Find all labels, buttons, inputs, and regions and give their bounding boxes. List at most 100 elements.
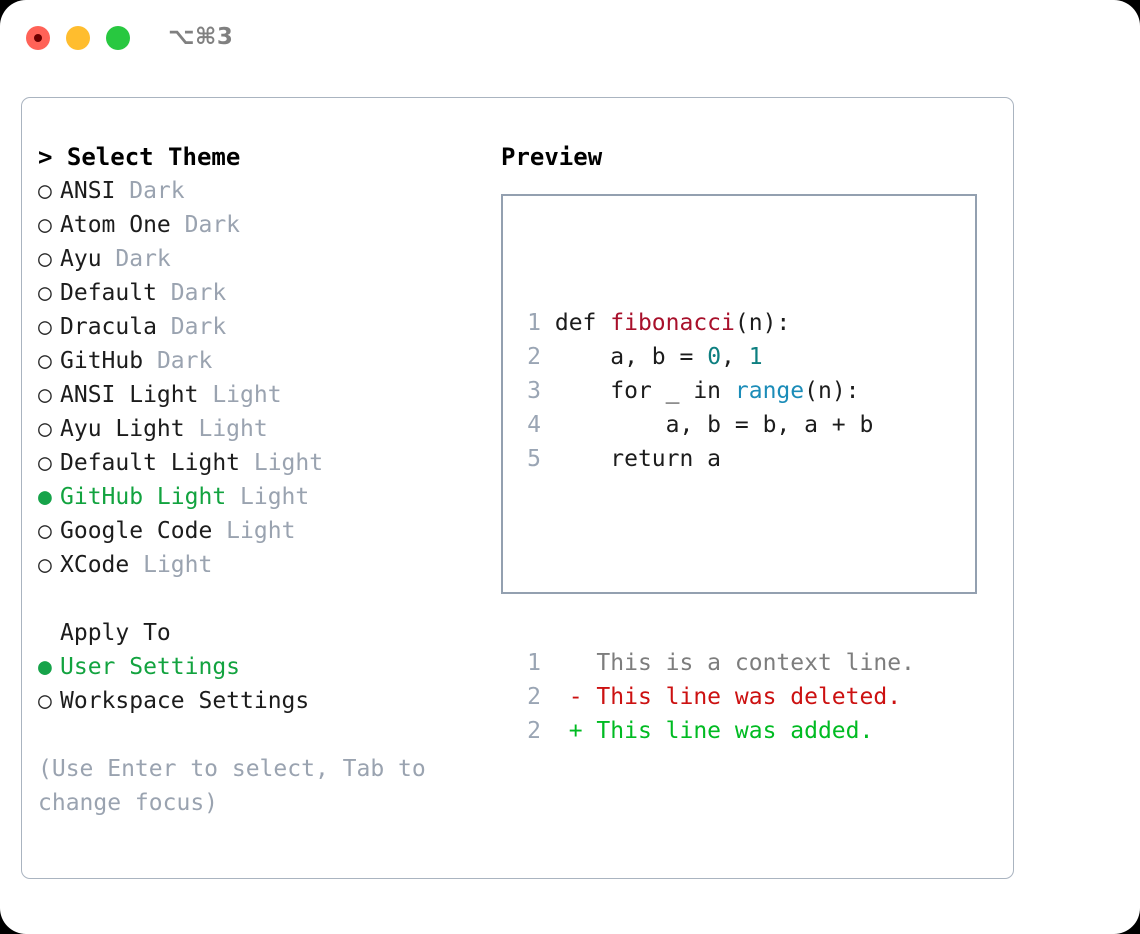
minimize-window-icon[interactable]	[66, 26, 90, 50]
preview-column: Preview 1 def fibonacci(n):2 a, b = 0, 1…	[501, 140, 1001, 744]
code-gutter-space	[541, 310, 555, 336]
radio-unselected-icon[interactable]: ○	[38, 450, 52, 476]
title-bar: ⌥⌘3	[0, 0, 1140, 78]
theme-variant-tag: Light	[184, 416, 268, 442]
theme-list-item[interactable]: ○ GitHub Dark	[38, 344, 478, 378]
select-theme-header: > Select Theme	[38, 143, 241, 171]
code-token: fibonacci	[610, 310, 735, 336]
code-token: (n):	[734, 310, 791, 336]
apply-to-label: Workspace Settings	[60, 688, 310, 714]
code-token: 0	[707, 344, 722, 370]
theme-list-item[interactable]: ● GitHub Light Light	[38, 480, 478, 514]
line-number: 4	[527, 412, 541, 438]
apply-to-header: Apply To	[60, 620, 171, 646]
code-line: 2 a, b = 0, 1	[517, 340, 915, 374]
theme-name-label: ANSI	[60, 178, 116, 204]
theme-variant-tag: Light	[129, 552, 213, 578]
theme-variant-tag: Dark	[156, 280, 227, 306]
line-number: 5	[527, 446, 541, 472]
diff-marker: -	[568, 684, 583, 710]
line-number: 1	[527, 310, 541, 336]
diff-line: 2 + This line was added.	[517, 714, 915, 748]
radio-unselected-icon[interactable]: ○	[38, 518, 52, 544]
diff-gutter-space	[541, 684, 569, 710]
code-token: ,	[721, 344, 749, 370]
theme-list-item[interactable]: ○ANSI Light Light	[38, 378, 478, 412]
code-token: for _ in	[554, 378, 735, 404]
line-number: 3	[527, 378, 541, 404]
code-token: 1	[748, 344, 763, 370]
theme-name-label: ANSI Light	[60, 382, 199, 408]
theme-variant-tag: Light	[212, 518, 296, 544]
code-gutter-space	[541, 446, 555, 472]
radio-selected-icon[interactable]: ●	[38, 484, 52, 510]
theme-variant-tag: Dark	[143, 348, 213, 374]
diff-marker: +	[568, 718, 583, 744]
code-token: range	[734, 378, 805, 404]
theme-name-label: GitHub	[60, 348, 144, 374]
theme-name-label: XCode	[60, 552, 130, 578]
theme-variant-tag: Dark	[156, 314, 227, 340]
theme-variant-tag: Light	[240, 450, 324, 476]
apply-to-item[interactable]: ○ Workspace Settings	[38, 684, 478, 718]
theme-list-item[interactable]: ○Default Light Light	[38, 446, 478, 480]
maximize-window-icon[interactable]	[106, 26, 130, 50]
radio-unselected-icon[interactable]: ○	[38, 382, 52, 408]
diff-text: This is a context line.	[582, 650, 915, 676]
code-line: 1 def fibonacci(n):	[517, 306, 915, 340]
diff-line: 1 This is a context line.	[517, 646, 915, 680]
radio-unselected-icon[interactable]: ○	[38, 246, 52, 272]
theme-variant-tag: Dark	[170, 212, 241, 238]
theme-list-item[interactable]: ○ Ayu Light Light	[38, 412, 478, 446]
preview-header: Preview	[501, 143, 603, 171]
line-number: 1	[527, 650, 541, 676]
keyboard-shortcut-label: ⌥⌘3	[168, 24, 234, 50]
theme-list[interactable]: ○ANSI Dark○Atom One Dark○Ayu Dark○Defaul…	[38, 174, 478, 582]
diff-text: This line was added.	[582, 718, 874, 744]
code-gutter-space	[541, 344, 555, 370]
theme-name-label: Dracula	[60, 314, 157, 340]
theme-list-item[interactable]: ○ Google Code Light	[38, 514, 478, 548]
theme-list-item[interactable]: ○Atom One Dark	[38, 208, 478, 242]
theme-picker-panel: > Select Theme ○ANSI Dark○Atom One Dark○…	[21, 97, 1014, 879]
apply-to-list[interactable]: ● User Settings ○ Workspace Settings	[38, 650, 478, 718]
diff-sample: 1 This is a context line. 2 - This line w…	[517, 646, 915, 748]
theme-name-label: GitHub Light	[60, 484, 227, 510]
radio-unselected-icon[interactable]: ○	[38, 416, 52, 442]
radio-unselected-icon[interactable]: ○	[38, 314, 52, 340]
diff-gutter-space	[541, 650, 569, 676]
theme-list-item[interactable]: ○ Dracula Dark	[38, 310, 478, 344]
radio-unselected-icon[interactable]: ○	[38, 552, 52, 578]
radio-unselected-icon[interactable]: ○	[38, 178, 52, 204]
code-token: a, b =	[554, 344, 708, 370]
theme-name-label: Default	[60, 280, 157, 306]
line-number: 2	[527, 718, 541, 744]
preview-spacer	[517, 544, 915, 578]
theme-list-item[interactable]: ○ XCode Light	[38, 548, 478, 582]
code-token: a, b = b, a + b	[554, 412, 874, 438]
theme-name-label: Ayu Light	[60, 416, 185, 442]
close-window-icon[interactable]	[26, 26, 50, 50]
theme-name-label: Google Code	[60, 518, 213, 544]
radio-unselected-icon[interactable]: ○	[38, 280, 52, 306]
code-gutter-space	[541, 378, 555, 404]
radio-selected-icon[interactable]: ●	[38, 654, 52, 680]
theme-selection-column: > Select Theme ○ANSI Dark○Atom One Dark○…	[38, 140, 478, 820]
theme-variant-tag: Light	[226, 484, 310, 510]
theme-list-item[interactable]: ○ANSI Dark	[38, 174, 478, 208]
apply-to-label: User Settings	[60, 654, 241, 680]
radio-unselected-icon[interactable]: ○	[38, 348, 52, 374]
radio-unselected-icon[interactable]: ○	[38, 212, 52, 238]
line-number: 2	[527, 344, 541, 370]
theme-list-item[interactable]: ○ Default Dark	[38, 276, 478, 310]
radio-unselected-icon[interactable]: ○	[38, 688, 52, 714]
theme-list-item[interactable]: ○Ayu Dark	[38, 242, 478, 276]
diff-marker	[569, 650, 583, 676]
apply-to-item[interactable]: ● User Settings	[38, 650, 478, 684]
code-gutter-space	[541, 412, 555, 438]
theme-variant-tag: Dark	[101, 246, 171, 272]
